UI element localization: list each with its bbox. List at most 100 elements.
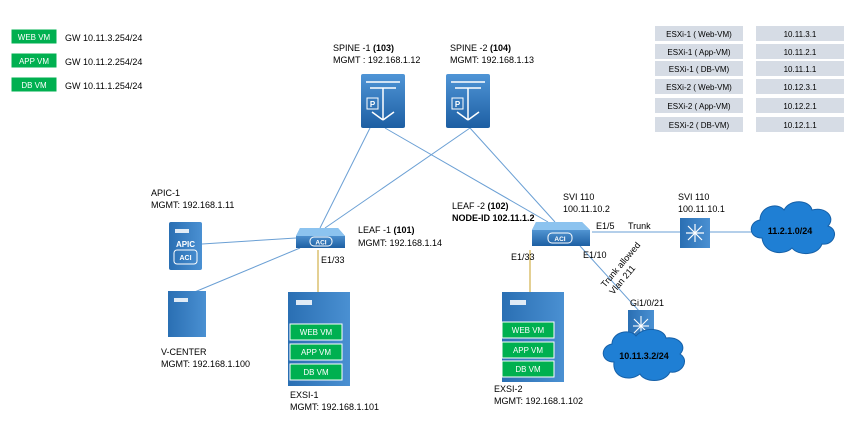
esxi-2-mgmt: MGMT: 192.168.1.102 bbox=[494, 396, 583, 406]
ext-svi-name: SVI 110 bbox=[678, 192, 709, 202]
vm-ip-table: ESXi-1 ( Web-VM) 10.11.3.1 ESXi-1 ( App-… bbox=[655, 26, 844, 132]
table-row: ESXi-2 ( Web-VM) 10.12.3.1 bbox=[655, 79, 844, 94]
spine-2: SPINE -2 (104) MGMT: 192.168.1.13 P bbox=[446, 43, 534, 128]
spine-2-name: SPINE -2 (104) bbox=[450, 43, 511, 53]
leaf-1: ACI LEAF -1 (101) MGMT: 192.168.1.14 E1/… bbox=[296, 225, 442, 265]
esxi-2-vm-list: WEB VM APP VM DB VM bbox=[501, 321, 555, 378]
esxi-2: WEB VM APP VM DB VM EXSI-2 MGMT: 192.168… bbox=[494, 292, 583, 406]
vm-label: DB VM bbox=[515, 365, 541, 374]
link-leaf2-accessswitch bbox=[579, 245, 641, 313]
vm-label: DB VM bbox=[303, 368, 329, 377]
leaf-1-name: LEAF -1 (101) bbox=[358, 225, 415, 235]
leaf-2-svi-ip: 100.11.10.2 bbox=[563, 204, 610, 214]
spine-1-mgmt: MGMT : 192.168.1.12 bbox=[333, 55, 420, 65]
vm-label: APP VM bbox=[301, 348, 331, 357]
table-row: ESXi-2 ( App-VM) 10.12.2.1 bbox=[655, 98, 844, 113]
legend-item-db: DB VM GW 10.11.1.254/24 bbox=[10, 76, 142, 93]
cloud-right-subnet: 11.2.1.0/24 bbox=[768, 226, 813, 236]
table-host: ESXi-2 ( Web-VM) bbox=[666, 83, 732, 92]
apic-1: APIC-1 MGMT: 192.168.1.11 APIC ACI bbox=[151, 188, 234, 270]
cloud-icon bbox=[750, 201, 836, 254]
leaf-2-port-down: E1/33 bbox=[511, 252, 535, 262]
table-ip: 10.12.1.1 bbox=[783, 121, 817, 130]
spine-2-mgmt: MGMT: 192.168.1.13 bbox=[450, 55, 534, 65]
table-row: ESXi-2 ( DB-VM) 10.12.1.1 bbox=[655, 117, 844, 132]
cloud-bottom: 10.11.3.2/24 bbox=[602, 329, 685, 381]
leaf-2-port-lower: E1/10 bbox=[583, 250, 607, 260]
legend-tag: APP VM bbox=[19, 57, 49, 66]
trunk-allowed-label: Trunk allowed Vlan 211 bbox=[599, 240, 642, 296]
apic-appliance-icon: APIC ACI bbox=[169, 222, 202, 270]
legend-tag: DB VM bbox=[21, 81, 47, 90]
apic-mgmt: MGMT: 192.168.1.11 bbox=[151, 200, 234, 210]
link-spine2-leaf2 bbox=[469, 127, 556, 223]
leaf-2-port-right: E1/5 bbox=[596, 221, 615, 231]
vcenter-name: V-CENTER bbox=[161, 347, 207, 357]
table-ip: 10.11.2.1 bbox=[784, 48, 817, 57]
table-host: ESXi-1 ( App-VM) bbox=[667, 48, 730, 57]
link-spine2-leaf1 bbox=[324, 127, 471, 229]
table-ip: 10.12.2.1 bbox=[783, 102, 817, 111]
link-spine1-leaf2 bbox=[384, 127, 549, 223]
table-host: ESXi-1 ( Web-VM) bbox=[666, 30, 732, 39]
trunk-label: Trunk bbox=[628, 221, 651, 231]
host-links bbox=[317, 250, 531, 292]
vm-label: WEB VM bbox=[300, 328, 333, 337]
leaf-1-badge: ACI bbox=[315, 240, 326, 247]
link-vcenter-leaf1 bbox=[184, 247, 301, 297]
esxi-1: WEB VM APP VM DB VM EXSI-1 MGMT: 192.168… bbox=[288, 292, 379, 412]
spine-1-name: SPINE -1 (103) bbox=[333, 43, 394, 53]
link-apic-leaf1 bbox=[201, 237, 297, 245]
vcenter-mgmt: MGMT: 192.168.1.100 bbox=[161, 359, 250, 369]
legend-item-app: APP VM GW 10.11.2.254/24 bbox=[10, 52, 142, 69]
legend-gateway: GW 10.11.1.254/24 bbox=[65, 81, 142, 91]
leaf-1-mgmt: MGMT: 192.168.1.14 bbox=[358, 238, 442, 248]
legend-gateway: GW 10.11.3.254/24 bbox=[65, 33, 142, 43]
svg-text:P: P bbox=[455, 100, 461, 109]
spine-switch-icon: P bbox=[446, 74, 490, 128]
server-icon bbox=[168, 291, 206, 337]
leaf-1-port: E1/33 bbox=[321, 255, 345, 265]
leaf-2: LEAF -2 (102) NODE-ID 102.11.1.2 SVI 110… bbox=[452, 192, 615, 262]
leaf-2-badge: ACI bbox=[554, 236, 565, 243]
ext-svi-ip: 100.11.10.1 bbox=[678, 204, 725, 214]
leaf-2-name: LEAF -2 (102) bbox=[452, 201, 509, 211]
external-switch: SVI 110 100.11.10.1 bbox=[678, 192, 725, 248]
table-host: ESXi-2 ( DB-VM) bbox=[669, 121, 730, 130]
leaf-switch-icon: ACI bbox=[532, 222, 590, 246]
table-host: ESXi-2 ( App-VM) bbox=[667, 102, 730, 111]
esxi-2-name: EXSI-2 bbox=[494, 384, 523, 394]
table-ip: 10.11.1.1 bbox=[784, 65, 817, 74]
vm-label: APP VM bbox=[513, 346, 543, 355]
apic-box-sub: ACI bbox=[179, 255, 191, 262]
svg-text:P: P bbox=[370, 100, 376, 109]
table-host: ESXi-1 ( DB-VM) bbox=[669, 65, 730, 74]
leaf-2-svi-name: SVI 110 bbox=[563, 192, 594, 202]
esxi-1-vm-list: WEB VM APP VM DB VM bbox=[289, 323, 343, 381]
spine-1: SPINE -1 (103) MGMT : 192.168.1.12 P bbox=[333, 43, 420, 128]
apic-name: APIC-1 bbox=[151, 188, 180, 198]
cloud-icon bbox=[602, 329, 685, 381]
esxi-1-mgmt: MGMT: 192.168.1.101 bbox=[290, 402, 379, 412]
legend-item-web: WEB VM GW 10.11.3.254/24 bbox=[10, 28, 142, 45]
esxi-1-name: EXSI-1 bbox=[290, 390, 319, 400]
legend-tag: WEB VM bbox=[18, 33, 51, 42]
link-spine1-leaf1 bbox=[319, 127, 371, 229]
legend-gateway: GW 10.11.2.254/24 bbox=[65, 57, 142, 67]
multilayer-switch-icon bbox=[680, 218, 710, 248]
table-row: ESXi-1 ( DB-VM) 10.11.1.1 bbox=[655, 61, 844, 76]
vm-label: WEB VM bbox=[512, 326, 545, 335]
leaf-switch-icon: ACI bbox=[296, 228, 345, 248]
cloud-right: 11.2.1.0/24 bbox=[750, 201, 836, 254]
cloud-bottom-subnet: 10.11.3.2/24 bbox=[619, 351, 669, 361]
table-ip: 10.12.3.1 bbox=[783, 83, 817, 92]
v-center: V-CENTER MGMT: 192.168.1.100 bbox=[161, 291, 250, 369]
table-ip: 10.11.3.1 bbox=[784, 30, 817, 39]
table-row: ESXi-1 ( Web-VM) 10.11.3.1 bbox=[655, 26, 844, 41]
vm-legend: WEB VM GW 10.11.3.254/24 APP VM GW 10.11… bbox=[10, 28, 142, 93]
table-row: ESXi-1 ( App-VM) 10.11.2.1 bbox=[655, 44, 844, 59]
apic-box-label: APIC bbox=[176, 240, 195, 249]
access-switch-port: Gi1/0/21 bbox=[630, 298, 664, 308]
spine-switch-icon: P bbox=[361, 74, 405, 128]
